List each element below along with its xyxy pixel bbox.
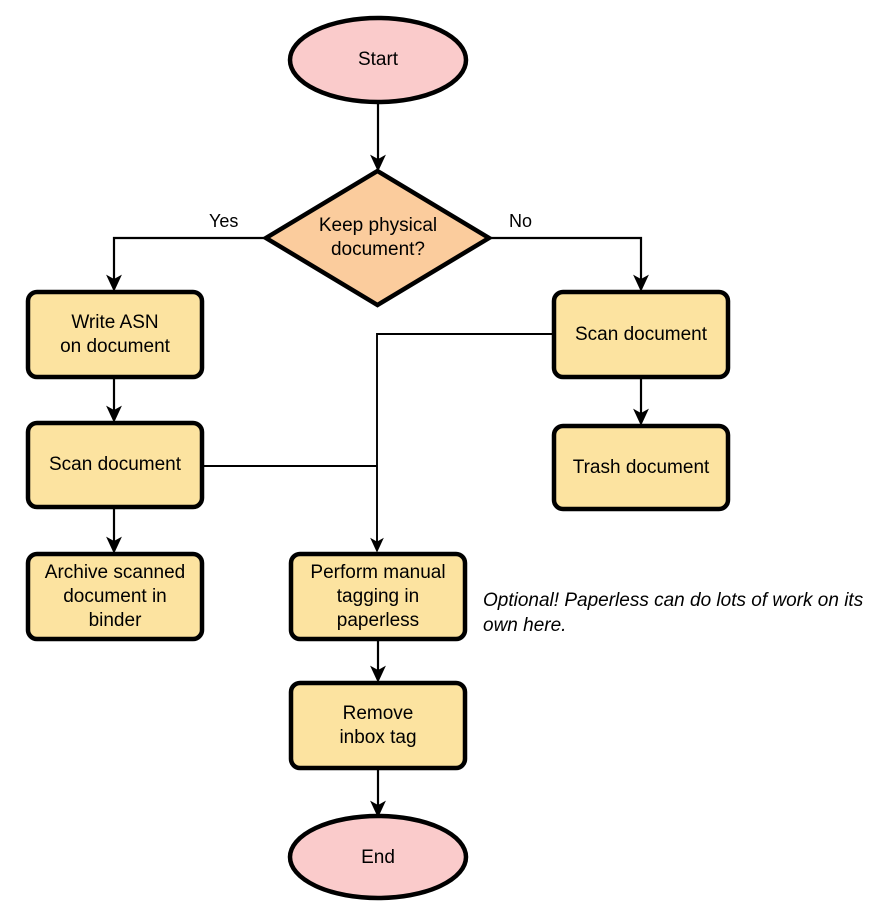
edge-decision-to-scan-right: [491, 236, 649, 292]
connector-layer: [106, 104, 649, 818]
node-scan-right-shape[interactable]: [551, 289, 731, 380]
node-scan-left-shape[interactable]: [25, 420, 205, 510]
node-start-shape[interactable]: [287, 15, 469, 105]
edge-label-yes: Yes: [209, 211, 239, 231]
edge-label-no: No: [509, 211, 533, 231]
node-manual-tag-shape[interactable]: [288, 551, 468, 642]
node-archive-shape[interactable]: [25, 551, 205, 642]
edge-decision-to-write-asn: [106, 236, 264, 292]
node-shape-layer: [25, 15, 731, 901]
node-decision-shape[interactable]: [261, 168, 494, 308]
node-remove-inbox-shape[interactable]: [288, 680, 468, 771]
node-end-shape[interactable]: [287, 813, 469, 901]
optional-note-text: Optional! Paperless can do lots of work …: [483, 590, 864, 636]
edge-scan-right-to-manual-tag: [370, 333, 552, 553]
node-write-asn-shape[interactable]: [25, 289, 205, 380]
node-trash-shape[interactable]: [551, 423, 731, 512]
